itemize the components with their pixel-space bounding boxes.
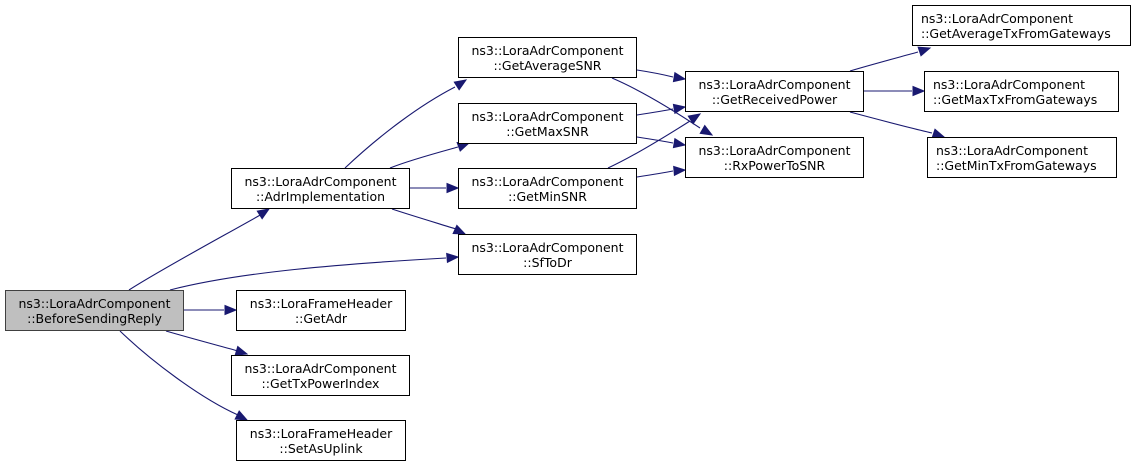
node-line1: ns3::LoraFrameHeader [249,295,393,311]
node-line2: ::GetMaxTxFromGateways [933,91,1098,107]
node-line2: ::AdrImplementation [255,188,386,204]
arrowhead-icon [672,103,687,115]
node-line2: ::GetAverageSNR [493,57,602,73]
node-line1: ns3::LoraAdrComponent [698,76,851,92]
node-line2: ::SetAsUplink [279,440,363,456]
edge-line [119,330,239,416]
arrowhead-icon [224,304,238,316]
node-line1: ns3::LoraAdrComponent [698,142,851,158]
edge-getreceivedpower-to-getaveragetx [849,46,932,72]
node-line1: ns3::LoraAdrComponent [18,295,171,311]
edge-line [636,170,674,178]
node-line2: ::GetReceivedPower [711,91,838,107]
node-before-sending-reply: ns3::LoraAdrComponent ::BeforeSendingRep… [5,290,184,331]
arrowhead-icon [446,252,460,264]
node-line1: ns3::LoraAdrComponent [921,10,1073,26]
arrowhead-icon [699,124,714,136]
node-line2: ::BeforeSendingReply [27,310,162,326]
edge-root-to-sftodr [169,252,460,291]
arrowhead-icon [687,113,702,125]
edge-root-to-setasuplink [119,330,249,421]
edge-root-to-adrimpl [128,208,271,291]
edge-line [128,213,263,291]
node-get-min-tx-from-gateways[interactable]: ns3::LoraAdrComponent ::GetMinTxFromGate… [927,137,1117,178]
arrowhead-icon [672,71,687,83]
node-get-min-snr[interactable]: ns3::LoraAdrComponent ::GetMinSNR [458,168,637,209]
arrowhead-icon [234,410,249,421]
node-adr-implementation[interactable]: ns3::LoraAdrComponent ::AdrImplementatio… [231,168,410,209]
arrowhead-icon [234,345,249,356]
node-line2: ::GetMinTxFromGateways [936,157,1097,173]
node-get-max-tx-from-gateways[interactable]: ns3::LoraAdrComponent ::GetMaxTxFromGate… [924,71,1119,112]
edge-line [636,69,674,78]
arrowhead-icon [673,165,687,177]
node-line2: ::GetMinSNR [508,188,587,204]
edge-getreceivedpower-to-getmaxtx [864,85,926,97]
node-line1: ns3::LoraAdrComponent [933,76,1085,92]
edge-getreceivedpower-to-getmintx [849,111,946,139]
edge-adrimpl-to-getmaxsnr [389,142,471,169]
edge-getminsnr-to-getreceivedpower [607,113,702,169]
edge-line [636,108,674,116]
arrowhead-icon [917,46,932,57]
edge-getaveragesnr-to-rxpowertosnr [611,77,714,136]
edge-getmaxsnr-to-rxpowertosnr [636,136,687,149]
node-get-average-snr[interactable]: ns3::LoraAdrComponent ::GetAverageSNR [458,37,637,78]
node-get-adr[interactable]: ns3::LoraFrameHeader ::GetAdr [236,290,406,331]
node-line1: ns3::LoraAdrComponent [244,360,397,376]
edge-line [849,111,933,134]
node-get-average-tx-from-gateways[interactable]: ns3::LoraAdrComponent ::GetAverageTxFrom… [912,5,1131,46]
edge-line [611,77,701,129]
arrowhead-icon [446,182,460,194]
node-get-max-snr[interactable]: ns3::LoraAdrComponent ::GetMaxSNR [458,103,637,144]
node-line1: ns3::LoraAdrComponent [244,173,397,189]
edge-line [169,257,447,291]
node-line2: ::GetMaxSNR [506,123,589,139]
edge-getminsnr-to-rxpowertosnr [636,165,687,178]
edge-getmaxsnr-to-getreceivedpower [636,103,687,116]
edge-line [636,136,674,144]
arrowhead-icon [912,85,926,97]
edge-adrimpl-to-getminsnr [410,182,460,194]
edge-adrimpl-to-getaveragesnr [344,79,468,169]
node-line2: ::SfToDr [523,254,572,270]
node-line1: ns3::LoraAdrComponent [471,239,624,255]
arrowhead-icon [256,208,271,220]
node-line2: ::GetAdr [294,310,348,326]
node-line1: ns3::LoraAdrComponent [936,142,1088,158]
node-line2: ::RxPowerToSNR [723,157,826,173]
edge-root-to-gettxpowerindex [165,330,249,356]
edge-line [389,146,459,169]
node-line2: ::GetAverageTxFromGateways [921,25,1111,41]
node-set-as-uplink[interactable]: ns3::LoraFrameHeader ::SetAsUplink [236,420,406,461]
node-rx-power-to-snr[interactable]: ns3::LoraAdrComponent ::RxPowerToSNR [685,137,864,178]
arrowhead-icon [453,79,468,91]
node-line1: ns3::LoraAdrComponent [471,173,624,189]
node-line1: ns3::LoraFrameHeader [249,425,393,441]
node-get-tx-power-index[interactable]: ns3::LoraAdrComponent ::GetTxPowerIndex [231,355,410,396]
edge-getaveragesnr-to-getreceivedpower [636,69,687,83]
node-sf-to-dr[interactable]: ns3::LoraAdrComponent ::SfToDr [458,234,637,275]
edge-line [391,208,457,230]
edge-adrimpl-to-sftodr [391,208,467,235]
edge-root-to-getadr [184,304,238,316]
edge-line [849,51,919,72]
node-line1: ns3::LoraAdrComponent [471,108,624,124]
node-line2: ::GetTxPowerIndex [261,375,380,391]
node-line1: ns3::LoraAdrComponent [471,42,624,58]
edge-line [607,120,691,169]
edge-line [344,86,456,169]
arrowhead-icon [452,224,467,235]
edge-line [165,330,239,352]
node-get-received-power[interactable]: ns3::LoraAdrComponent ::GetReceivedPower [685,71,864,112]
arrowhead-icon [672,137,687,149]
